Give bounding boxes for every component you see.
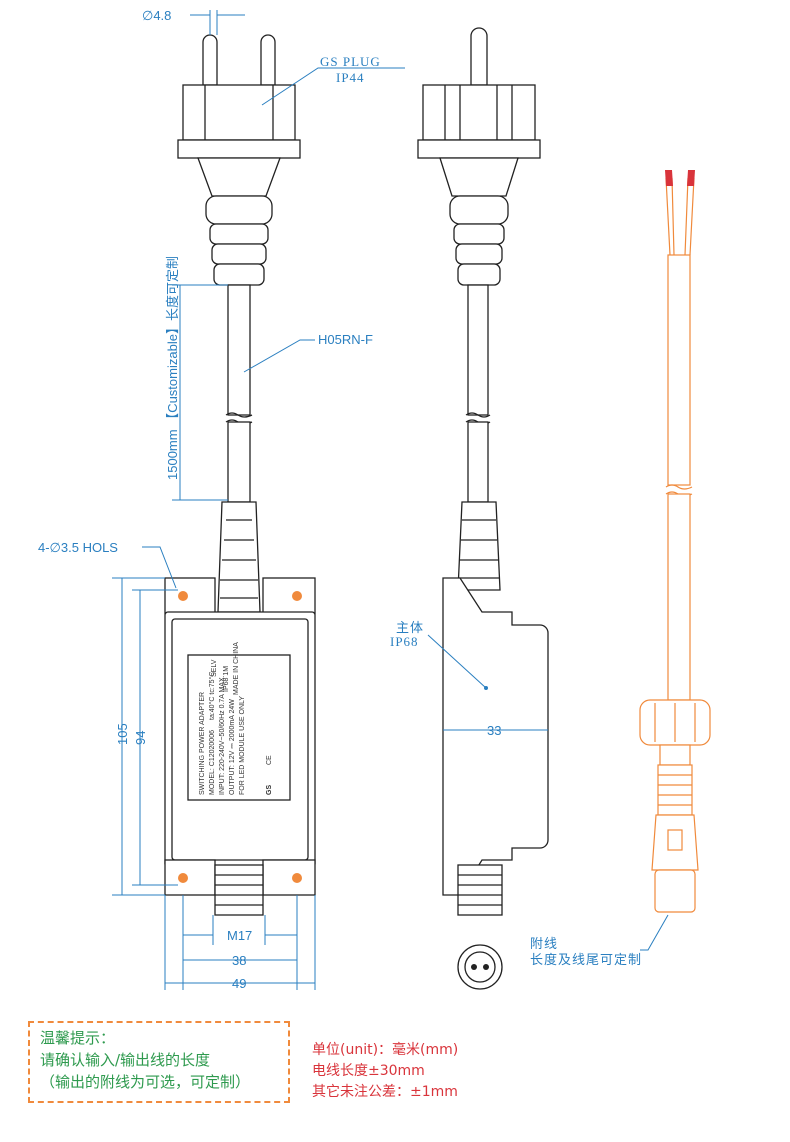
plug-flange (177, 139, 301, 159)
drawing-label: IP68 (390, 634, 419, 649)
front-view: SWITCHING POWER ADAPTER MODEL: C12020006… (38, 8, 405, 991)
auxiliary-cable: 附线 长度及线尾可定制 (530, 170, 711, 967)
other-tolerance: 其它未注公差：±1mm (312, 1084, 458, 1100)
side-view: 主体 IP68 33 (390, 27, 549, 990)
unit-spec: 单位(unit)：毫米(mm) (312, 1042, 459, 1058)
drawing-label: CE (266, 755, 273, 765)
drawing-label: INPUT: 220-240V~50/60Hz 0.7A MAX. (219, 675, 226, 795)
drawing-label: OUTPUT: 12V ⎓ 2000mA 24W (229, 699, 236, 795)
note-title: 温馨提示： (40, 1029, 116, 1047)
drawing-label: MODEL: C12020006 (209, 730, 216, 795)
note-line: 请确认输入/输出线的长度 (40, 1051, 211, 1069)
mount-hole (178, 873, 188, 883)
ear-tab (164, 577, 216, 615)
cable-tolerance: 电线长度±30mm (312, 1063, 425, 1079)
drawing-label: FOR LED MODULE USE ONLY (239, 696, 246, 795)
mount-hole (178, 591, 188, 601)
side-body (442, 577, 549, 896)
m17-connector (214, 864, 264, 916)
drawing-label: 4-∅3.5 HOLS (38, 540, 118, 555)
side-pin (470, 27, 488, 86)
reminder-note: 温馨提示： 请确认输入/输出线的长度 （输出的附线为可选，可定制） (28, 1021, 290, 1103)
drawing-label: IP44 (336, 70, 365, 85)
plug-pins (202, 34, 276, 86)
drawing-label: SWITCHING POWER ADAPTER (199, 692, 206, 795)
input-cable (227, 284, 251, 416)
drawing-label: H05RN-F (318, 332, 373, 347)
mount-hole (292, 591, 302, 601)
drawing-label: MADE IN CHINA (233, 642, 240, 695)
drawing-label: IP68 1M (223, 666, 230, 692)
drawing-label: SELV (211, 659, 218, 677)
plug-neck (197, 157, 281, 197)
drawing-label: 1500mm 【Customizable】长度可定制 (165, 256, 180, 480)
plug-grip-rings (205, 195, 273, 286)
drawing-label: 94 (133, 731, 148, 745)
drawing-label: M17 (227, 928, 252, 943)
drawing-label: 33 (487, 723, 501, 738)
aux-connector (657, 764, 693, 816)
drawing-label: 附线 (530, 936, 558, 951)
mount-hole (292, 873, 302, 883)
drawing-label: 38 (232, 953, 246, 968)
drawing-label: 105 (115, 723, 130, 745)
product-label-text: SWITCHING POWER ADAPTER MODEL: C12020006… (199, 642, 273, 795)
drawing-label: GS PLUG (320, 54, 381, 69)
spec-notes: 单位(unit)：毫米(mm) 电线长度±30mm 其它未注公差：±1mm (312, 1040, 458, 1103)
plug-body (182, 84, 296, 141)
drawing-label: 主体 (396, 620, 424, 635)
drawing-label: 长度及线尾可定制 (530, 952, 642, 967)
product-label (187, 654, 291, 801)
note-line: （输出的附线为可选，可定制） (40, 1073, 251, 1091)
drawing-label: ta:40°C tc:75°C (208, 672, 216, 720)
drawing-label: ∅4.8 (142, 8, 171, 23)
drawing-label: GS (266, 785, 273, 795)
drawing-label: 49 (232, 976, 246, 991)
strain-relief (217, 501, 261, 613)
